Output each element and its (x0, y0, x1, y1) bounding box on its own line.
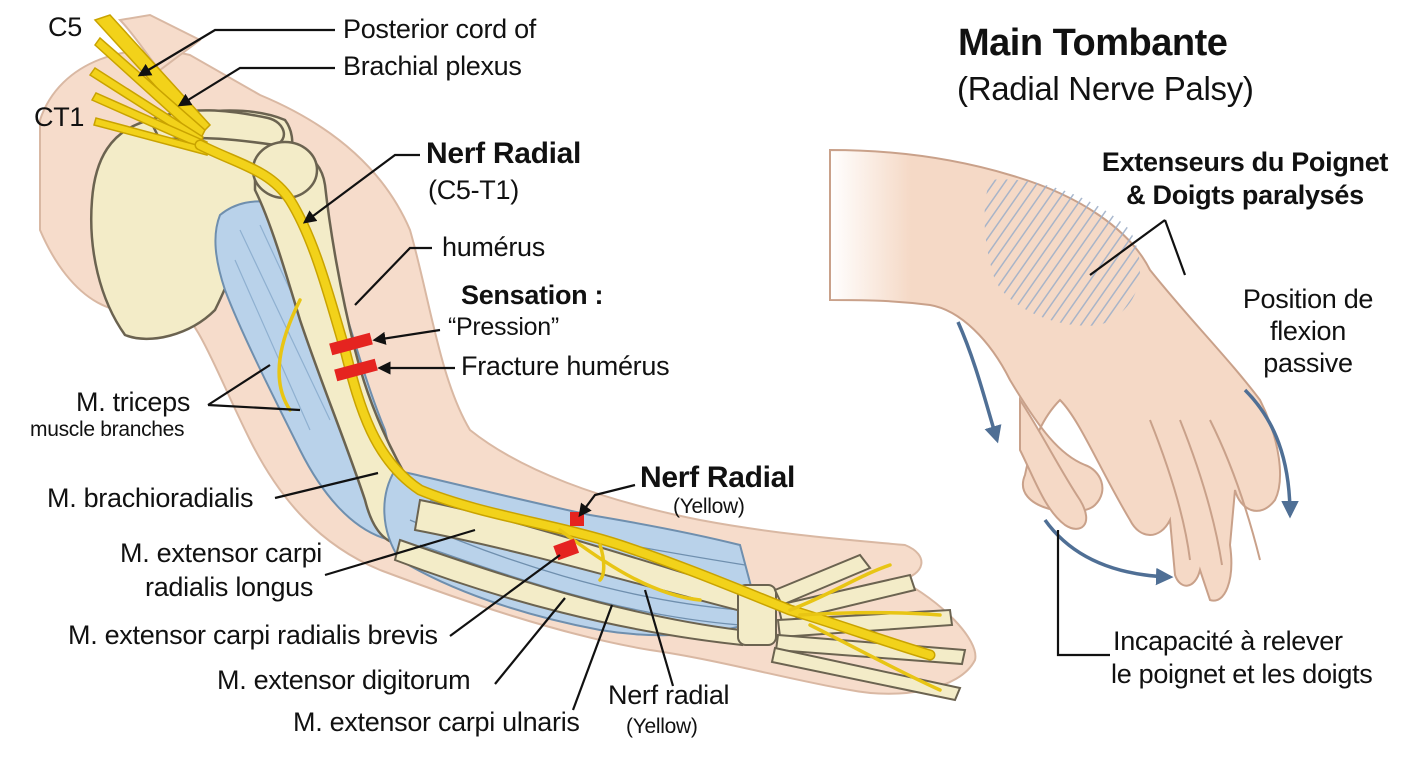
label-extenseurs-2: & Doigts paralysés (1126, 180, 1364, 210)
label-posterior-cord-2: Brachial plexus (343, 51, 522, 81)
forearm-right (829, 148, 1281, 602)
label-nerf-radial-roots: (C5-T1) (428, 175, 519, 205)
label-ct1: CT1 (34, 102, 85, 132)
label-ecrl-1: M. extensor carpi (120, 538, 322, 568)
humerus-lesion-lower (334, 358, 378, 382)
label-incapacite-2: le poignet et les doigts (1111, 659, 1373, 689)
wrist-drop-arrow-upper (956, 321, 1002, 444)
label-yellow-low: (Yellow) (626, 715, 698, 738)
label-flexion-3: passive (1263, 348, 1353, 378)
paralyzed-extensors-zone (984, 179, 1140, 326)
finger-flexion-arrow (1243, 388, 1299, 519)
humerus-lesion-upper (329, 332, 373, 356)
label-yellow-mid: (Yellow) (673, 495, 745, 518)
label-flexion-2: flexion (1270, 316, 1346, 346)
label-brachioradialis: M. brachioradialis (47, 483, 254, 513)
label-nerf-radial-top: Nerf Radial (426, 137, 582, 170)
label-c5: C5 (48, 12, 82, 42)
radial-nerve-branches (277, 298, 942, 692)
wrist-drop-arrow-lower (1043, 518, 1174, 586)
figure-subtitle: (Radial Nerve Palsy) (957, 70, 1254, 107)
arm-anatomy (39, 13, 977, 702)
label-extenseurs-1: Extenseurs du Poignet (1101, 147, 1389, 177)
leader-lines (137, 28, 1187, 711)
neck-skin (117, 13, 202, 72)
label-incapacite-1: Incapacité à relever (1113, 626, 1343, 656)
label-nerf-radial-low: Nerf radial (608, 680, 730, 710)
finger-creases (1149, 419, 1261, 566)
label-flexion-1: Position de (1242, 284, 1374, 314)
label-nerf-radial-mid: Nerf Radial (640, 461, 796, 494)
label-ecu: M. extensor carpi ulnaris (293, 707, 580, 737)
label-ecrb: M. extensor carpi radialis brevis (68, 620, 438, 650)
label-humerus: humérus (442, 232, 545, 262)
label-triceps-branches: muscle branches (30, 418, 185, 441)
label-posterior-cord-1: Posterior cord of (343, 14, 536, 44)
wrist-drop-hand (829, 148, 1299, 602)
label-extensor-digitorum: M. extensor digitorum (217, 665, 471, 695)
figure-title: Main Tombante (958, 22, 1228, 64)
label-ecrl-2: radialis longus (145, 572, 314, 602)
label-triceps: M. triceps (76, 387, 191, 417)
label-fracture-humerus: Fracture humérus (461, 351, 670, 381)
label-pression: “Pression” (448, 313, 559, 341)
label-sensation: Sensation : (461, 280, 604, 310)
thumb (1019, 396, 1088, 530)
